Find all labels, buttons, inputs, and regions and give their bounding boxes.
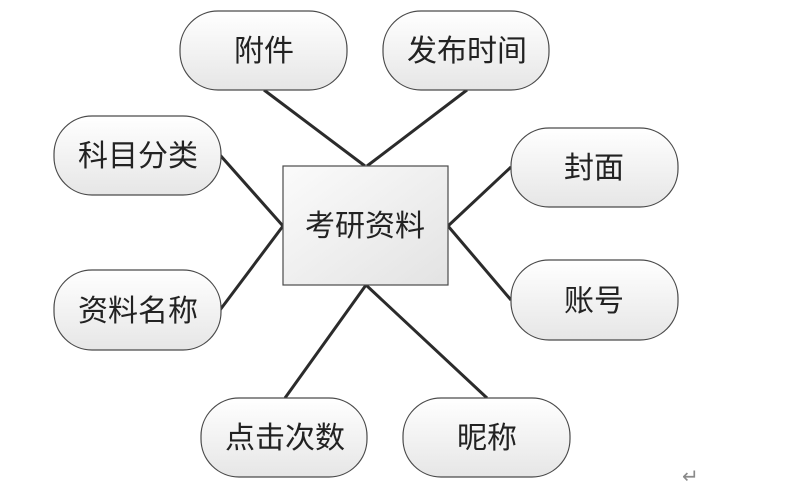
attribute-account: 账号 — [510, 259, 679, 341]
edge-material-name — [218, 225, 285, 311]
attribute-subject-category-label: 科目分类 — [78, 139, 198, 174]
attribute-publish-time: 发布时间 — [382, 10, 550, 91]
entity-node: 考研资料 — [282, 165, 449, 286]
attribute-nickname: 昵称 — [402, 397, 571, 478]
attribute-nickname-label: 昵称 — [457, 421, 517, 456]
attribute-attachment: 附件 — [179, 10, 348, 91]
attribute-account-label: 账号 — [564, 284, 624, 319]
attribute-click-count-label: 点击次数 — [225, 421, 345, 456]
attribute-cover: 封面 — [510, 127, 679, 208]
attribute-publish-time-label: 发布时间 — [407, 34, 527, 69]
edge-account — [446, 225, 513, 301]
attribute-attachment-label: 附件 — [234, 34, 294, 69]
edge-click-count — [283, 284, 368, 399]
edge-publish-time — [366, 88, 468, 168]
edge-nickname — [364, 283, 489, 400]
edge-attachment — [263, 88, 366, 168]
attribute-material-name: 资料名称 — [53, 269, 222, 351]
attribute-cover-label: 封面 — [564, 151, 624, 186]
edge-subject-category — [218, 154, 285, 227]
edge-cover — [446, 165, 513, 228]
entity-label: 考研资料 — [305, 209, 425, 244]
attribute-click-count: 点击次数 — [200, 397, 368, 478]
paragraph-mark: ↵ — [682, 464, 699, 488]
attribute-subject-category: 科目分类 — [53, 115, 222, 196]
attribute-material-name-label: 资料名称 — [78, 294, 198, 329]
